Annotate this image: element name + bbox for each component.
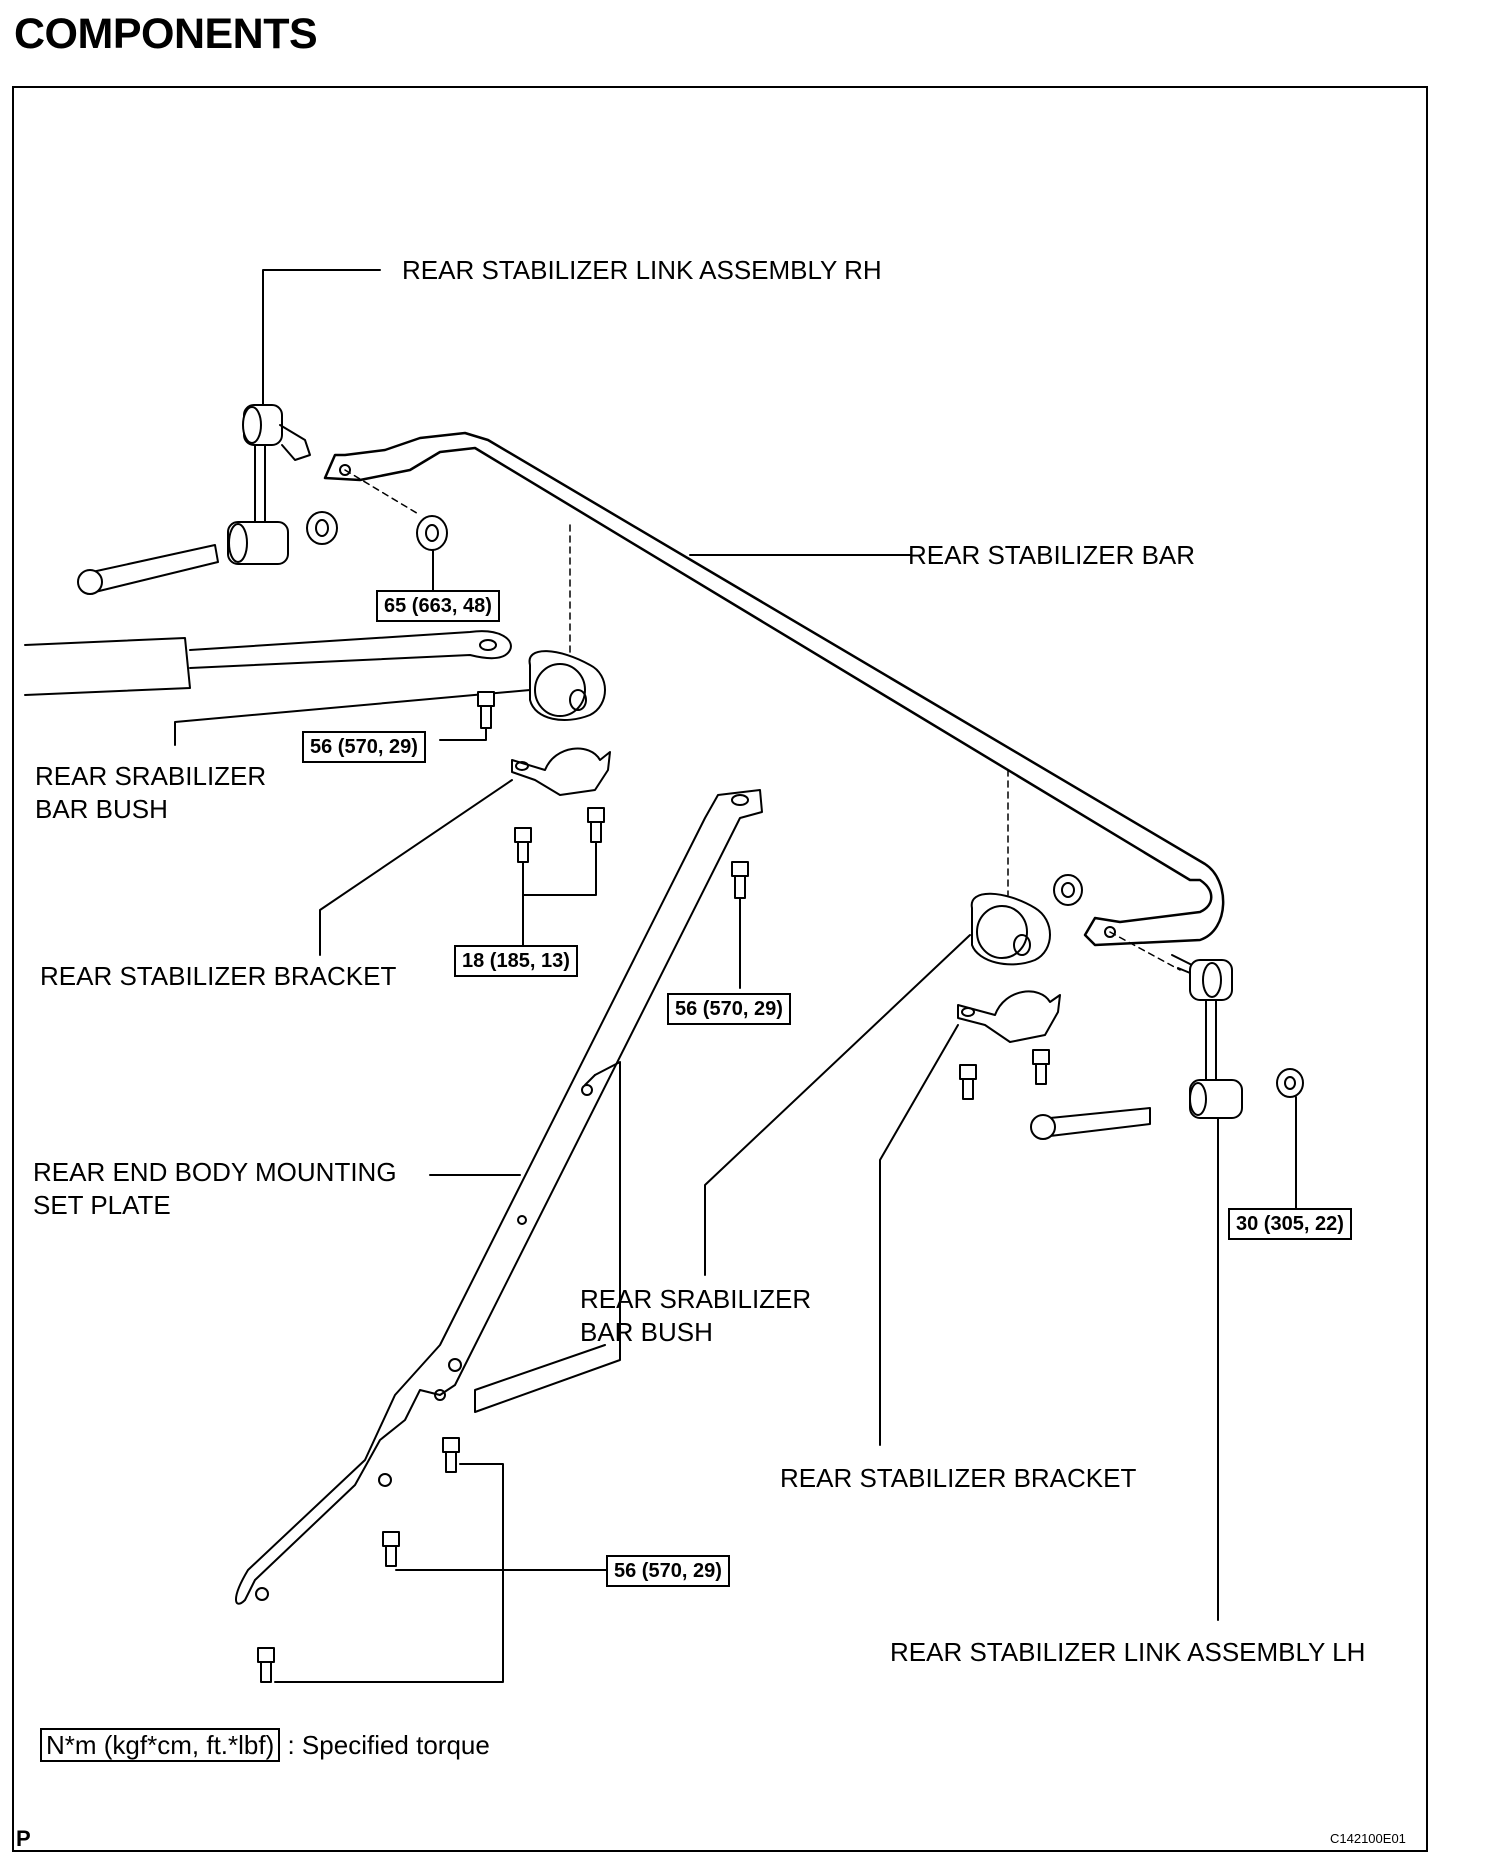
diagram-frame	[12, 86, 1428, 1852]
bolts-plate-bottom	[257, 1437, 616, 1683]
leader-bracket-left	[319, 779, 513, 956]
leader-bush-left	[174, 689, 531, 746]
label-bush-right-line1: REAR SRABILIZER	[580, 1284, 812, 1314]
label-link-rh: REAR STABILIZER LINK ASSEMBLY RH	[402, 255, 882, 285]
page-letter: P	[16, 1826, 31, 1851]
bracket-right	[957, 990, 1061, 1043]
bolts-bracket-left	[514, 807, 605, 946]
torque-link-rh-nut: 65 (663, 48)	[376, 590, 500, 622]
bolts-bracket-right	[959, 1049, 1050, 1100]
rear-stabilizer-bar	[323, 431, 1225, 947]
torque-bracket-bolts: 18 (185, 13)	[454, 945, 578, 977]
stabilizer-link-lh	[1030, 954, 1304, 1140]
label-bush-right-line2: BAR BUSH	[580, 1317, 713, 1347]
torque-plate-top-bolt: 56 (570, 29)	[667, 993, 791, 1025]
stabilizer-link-rh	[77, 404, 448, 595]
torque-bush-bolt: 56 (570, 29)	[302, 731, 426, 763]
bolt-plate-top	[731, 861, 749, 989]
bar-bush-left	[528, 650, 606, 721]
figure-code: C142100E01	[1330, 1831, 1406, 1846]
bar-bush-right	[970, 892, 1051, 966]
label-stabilizer-bar: REAR STABILIZER BAR	[908, 540, 1196, 570]
lateral-rod	[24, 630, 512, 696]
leader-link-rh	[262, 269, 381, 406]
torque-link-lh-nut: 30 (305, 22)	[1228, 1208, 1352, 1240]
torque-plate-bottom-bolts: 56 (570, 29)	[606, 1555, 730, 1587]
leader-bush-right	[704, 934, 971, 1276]
label-bush-left-line1: REAR SRABILIZER	[35, 761, 267, 791]
torque-legend: N*m (kgf*cm, ft.*lbf) : Specified torque	[40, 1728, 490, 1762]
legend-description: : Specified torque	[287, 1730, 490, 1760]
bracket-left	[511, 747, 611, 796]
alignment-lines	[344, 469, 1181, 971]
label-bush-left-line2: BAR BUSH	[35, 794, 168, 824]
label-bracket-left: REAR STABILIZER BRACKET	[40, 961, 397, 991]
page-title: COMPONENTS	[14, 10, 318, 58]
leader-bracket-right	[879, 1024, 959, 1446]
legend-unit-box: N*m (kgf*cm, ft.*lbf)	[40, 1728, 281, 1762]
label-bracket-right: REAR STABILIZER BRACKET	[780, 1463, 1137, 1493]
label-mount-plate-line2: SET PLATE	[33, 1190, 171, 1220]
label-mount-plate-line1: REAR END BODY MOUNTING	[33, 1157, 397, 1187]
mounting-set-plate	[235, 789, 763, 1605]
label-link-lh: REAR STABILIZER LINK ASSEMBLY LH	[890, 1637, 1366, 1667]
bolt-bush-left	[439, 691, 495, 741]
